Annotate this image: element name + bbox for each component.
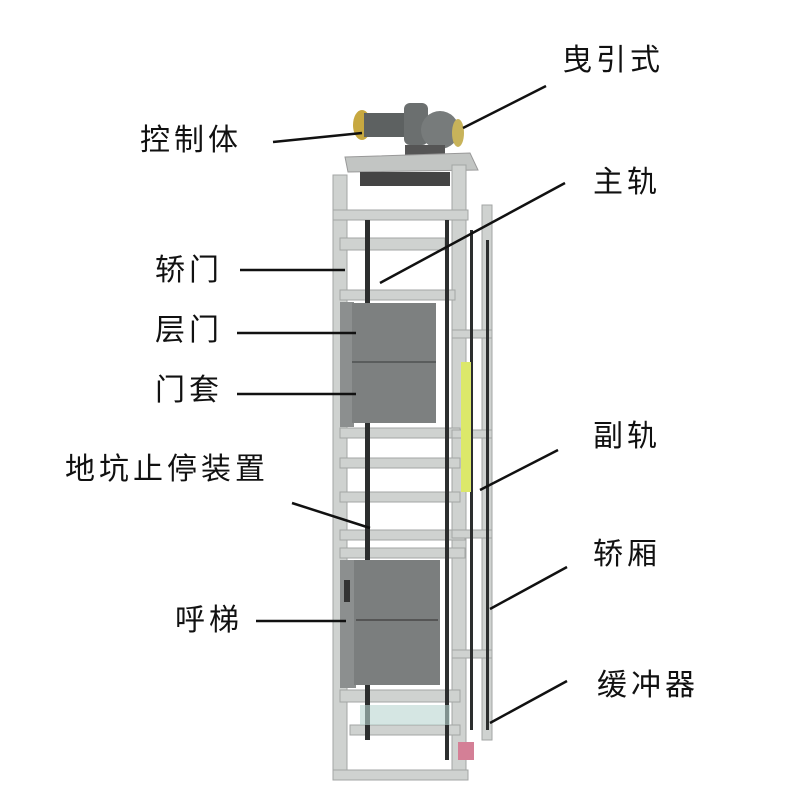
label-traction: 曳引式 [562, 43, 664, 78]
label-car: 轿厢 [593, 537, 661, 572]
car-lower [340, 560, 440, 688]
buffer-part [458, 742, 474, 760]
label-aux-rail: 副轨 [593, 419, 661, 454]
traction-machine [353, 103, 464, 157]
label-pit-stop-device: 地坑止停装置 [65, 452, 269, 487]
landing-door-upper [340, 302, 436, 427]
label-main-rail: 主轨 [593, 165, 661, 200]
label-buffer: 缓冲器 [597, 668, 699, 703]
sensor-strip [461, 362, 471, 492]
label-call-button: 呼梯 [175, 603, 243, 638]
label-landing-door: 层门 [155, 313, 223, 348]
label-car-door: 轿门 [155, 253, 223, 288]
label-control-body: 控制体 [140, 123, 242, 158]
label-door-frame: 门套 [155, 373, 223, 408]
leader-lines [237, 84, 568, 725]
